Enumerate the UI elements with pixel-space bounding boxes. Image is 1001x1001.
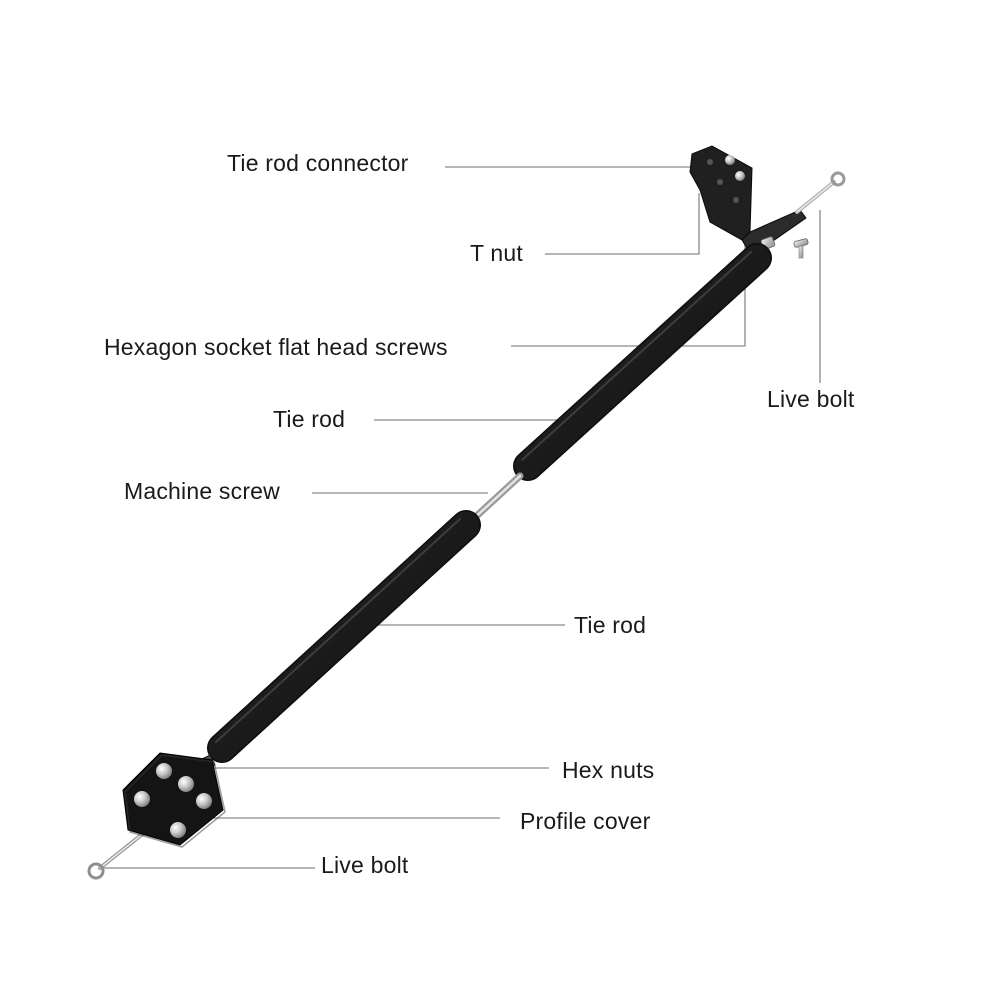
tie-rod-upper-part — [513, 243, 772, 481]
bracket-hole — [733, 197, 739, 203]
cover-screw — [170, 822, 186, 838]
label-tie-rod-upper: Tie rod — [273, 406, 346, 432]
bracket-hole — [717, 179, 723, 185]
label-t-nut: T nut — [470, 240, 523, 266]
label-live-bolt-bottom: Live bolt — [321, 852, 409, 878]
bracket-screw — [725, 155, 735, 165]
tie-rod-lower-part — [207, 510, 481, 763]
machine-screw-part — [466, 472, 524, 526]
leader-lines — [103, 166, 821, 869]
leader-t-nut — [545, 193, 700, 255]
label-machine-screw: Machine screw — [124, 478, 280, 504]
profile-cover-part — [122, 752, 226, 848]
live-bolt-top-part — [795, 171, 846, 214]
label-live-bolt-top: Live bolt — [767, 386, 855, 412]
label-hex-nuts: Hex nuts — [562, 757, 655, 783]
tie-rod-connector-part — [689, 145, 807, 251]
bracket-hole — [707, 159, 713, 165]
label-hex-socket-screws: Hexagon socket flat head screws — [104, 334, 448, 360]
label-profile-cover: Profile cover — [520, 808, 651, 834]
cover-screw — [156, 763, 172, 779]
label-tie-rod-lower: Tie rod — [574, 612, 647, 638]
label-tie-rod-connector: Tie rod connector — [227, 150, 409, 176]
bracket-screw — [735, 171, 745, 181]
loose-screw-part — [793, 238, 809, 259]
cover-screw — [178, 776, 194, 792]
cover-screw — [134, 791, 150, 807]
cover-screw — [196, 793, 212, 809]
